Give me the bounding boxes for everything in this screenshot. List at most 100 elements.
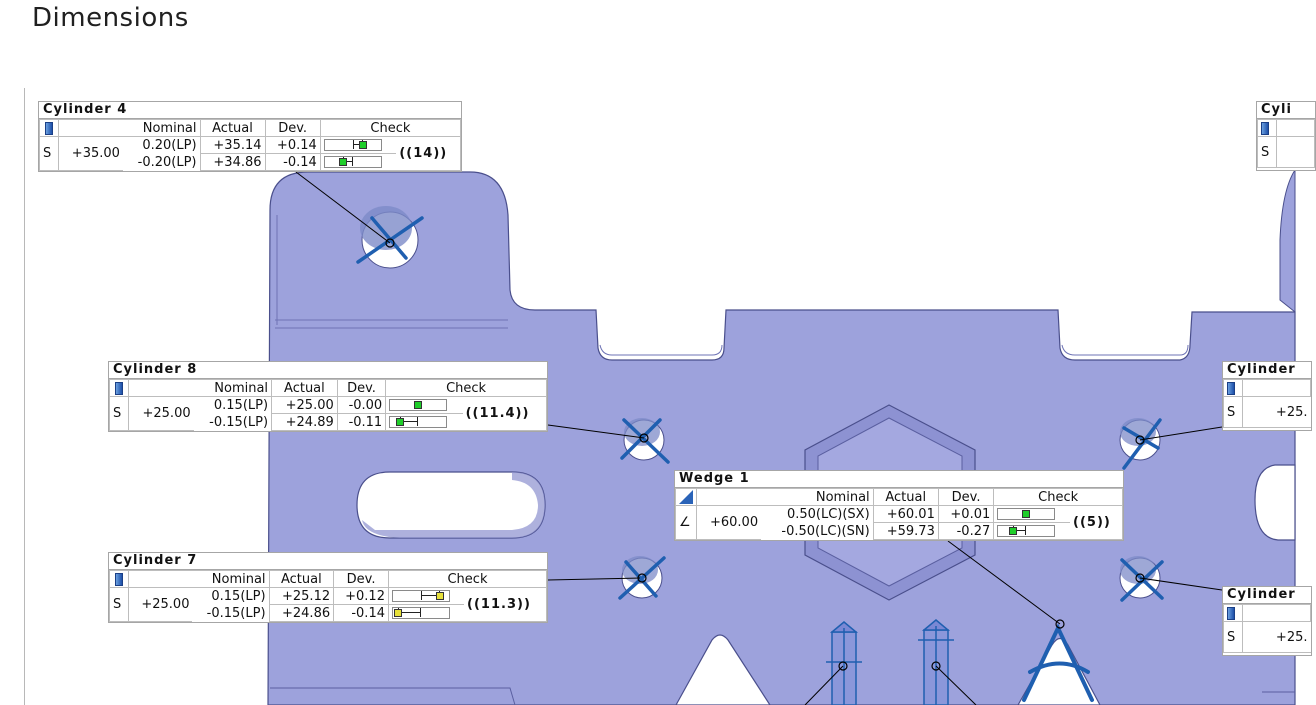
part-body-lobe — [1279, 168, 1296, 314]
actual-lower: +59.73 — [872, 522, 939, 540]
callout-cylinder-low-right[interactable]: Cylinder S+25. — [1222, 586, 1312, 656]
symbol-size: S — [109, 396, 129, 431]
callout-cylinder-mid-right[interactable]: Cylinder S+25. — [1222, 361, 1312, 431]
callout-title: Cylinder 4 — [39, 102, 461, 119]
callout-table: Nominal Actual Dev. Check ∠ +60.00 0.50(… — [675, 488, 1124, 540]
header-nominal: Nominal — [696, 488, 874, 506]
symbol-size: S — [1223, 396, 1243, 428]
actual-lower: +24.89 — [271, 413, 338, 431]
cylinder-icon — [109, 379, 129, 397]
gauge-lower-cell — [993, 522, 1071, 540]
actual-lower: +34.86 — [199, 153, 266, 171]
callout-cylinder-7[interactable]: Cylinder 7 Nominal Actual Dev. Check S +… — [108, 552, 548, 623]
header-check: Check — [319, 119, 462, 137]
leader-line — [295, 171, 1223, 705]
nominal-value: +25. — [1242, 621, 1311, 653]
callout-title: Cylinder — [1223, 362, 1311, 379]
gauge-lower-cell — [385, 413, 463, 431]
part-bevel-line — [275, 215, 508, 329]
bottom-notch — [675, 634, 771, 705]
header-check: Check — [993, 488, 1123, 506]
dev-upper: +0.12 — [333, 587, 389, 605]
slot-bevel — [362, 472, 545, 538]
tol-upper: 0.15(LP) — [211, 588, 266, 604]
slot-cutout-right — [1254, 464, 1296, 541]
dev-upper: +0.01 — [937, 505, 995, 523]
callout-title: Cyli — [1257, 102, 1315, 119]
nominal-value: +25.00 — [128, 587, 193, 622]
deviation-gauge-upper — [997, 508, 1056, 520]
cylinder-icon — [109, 570, 129, 588]
gauge-marker — [358, 141, 367, 149]
cylinder-icon — [1257, 119, 1277, 137]
gauge-lower-cell — [387, 604, 465, 622]
symbol-size: S — [109, 587, 129, 622]
gauge-upper-cell — [385, 396, 463, 414]
reference-label: ((5)) — [1070, 505, 1124, 540]
deviation-gauge-lower — [389, 416, 448, 428]
callout-table: S+25. — [1223, 604, 1311, 653]
gauge-marker — [396, 418, 405, 426]
header-nominal: Nominal — [128, 570, 270, 588]
actual-upper: +60.01 — [872, 505, 939, 523]
gauge-upper-cell — [319, 136, 397, 154]
gauge-upper-cell — [387, 587, 465, 605]
callout-wedge-1[interactable]: Wedge 1 Nominal Actual Dev. Check ∠ +60.… — [674, 470, 1124, 541]
nominal-value: +35.00 — [57, 136, 123, 171]
callout-title: Cylinder 7 — [109, 553, 547, 570]
tol-lower: -0.15(LP) — [209, 414, 269, 430]
actual-upper: +25.00 — [271, 396, 338, 414]
callout-title: Cylinder 8 — [109, 362, 547, 379]
callout-table: S+25. — [1223, 379, 1311, 428]
callout-table: Nominal Actual Dev. Check S +25.00 0.15(… — [109, 570, 548, 622]
actual-lower: +24.86 — [268, 604, 335, 622]
leader-anchor — [385, 238, 1145, 671]
callout-cylinder-4[interactable]: Cylinder 4 Nominal Actual Dev. Check S +… — [38, 101, 462, 172]
callout-cylinder-top-right[interactable]: Cyli S — [1256, 101, 1316, 171]
gauge-marker — [1009, 527, 1018, 535]
symbol-size: S — [1223, 621, 1243, 653]
deviation-gauge-lower — [997, 525, 1056, 537]
header-actual: Actual — [271, 379, 338, 397]
actual-upper: +35.14 — [199, 136, 266, 154]
callout-table: Nominal Actual Dev. Check S +35.00 0.20(… — [39, 119, 462, 171]
pin-feature — [826, 619, 954, 705]
gauge-marker — [1022, 510, 1031, 518]
gauge-marker — [338, 158, 347, 166]
reference-label: ((11.4)) — [462, 396, 547, 431]
reference-label: ((14)) — [396, 136, 462, 171]
cylinder-icon — [1223, 604, 1243, 622]
slot-cutout — [356, 471, 546, 539]
header-actual: Actual — [268, 570, 335, 588]
dev-lower: -0.11 — [336, 413, 387, 431]
dev-upper: -0.00 — [336, 396, 387, 414]
symbol-size: S — [39, 136, 59, 171]
nominal-value: +25.00 — [127, 396, 194, 431]
dev-lower: -0.14 — [333, 604, 389, 622]
header-dev: Dev. — [937, 488, 995, 506]
gauge-marker — [414, 401, 423, 409]
deviation-gauge-lower — [323, 156, 382, 168]
tol-lower: -0.15(LP) — [206, 605, 266, 621]
gauge-marker — [435, 592, 444, 600]
gauge-upper-cell — [993, 505, 1071, 523]
header-nominal: Nominal — [127, 379, 273, 397]
bottom-edge — [270, 687, 1295, 705]
gauge-marker — [393, 609, 402, 617]
dev-upper: +0.14 — [264, 136, 321, 154]
callout-title: Cylinder — [1223, 587, 1311, 604]
cylinder-icon — [1223, 379, 1243, 397]
tol-upper: 0.50(LC)(SX) — [786, 506, 870, 522]
callout-cylinder-8[interactable]: Cylinder 8 Nominal Actual Dev. Check S +… — [108, 361, 548, 432]
dev-lower: -0.27 — [937, 522, 995, 540]
tol-lower: -0.50(LC)(SN) — [781, 523, 870, 539]
cylinder-icon — [39, 119, 59, 137]
tol-upper: 0.15(LP) — [213, 397, 269, 413]
actual-upper: +25.12 — [268, 587, 335, 605]
header-actual: Actual — [199, 119, 266, 137]
deviation-gauge-lower — [391, 607, 450, 619]
header-check: Check — [387, 570, 548, 588]
header-nominal: Nominal — [58, 119, 201, 137]
part-bevel-line — [599, 344, 1189, 356]
angle-symbol: ∠ — [675, 505, 697, 540]
